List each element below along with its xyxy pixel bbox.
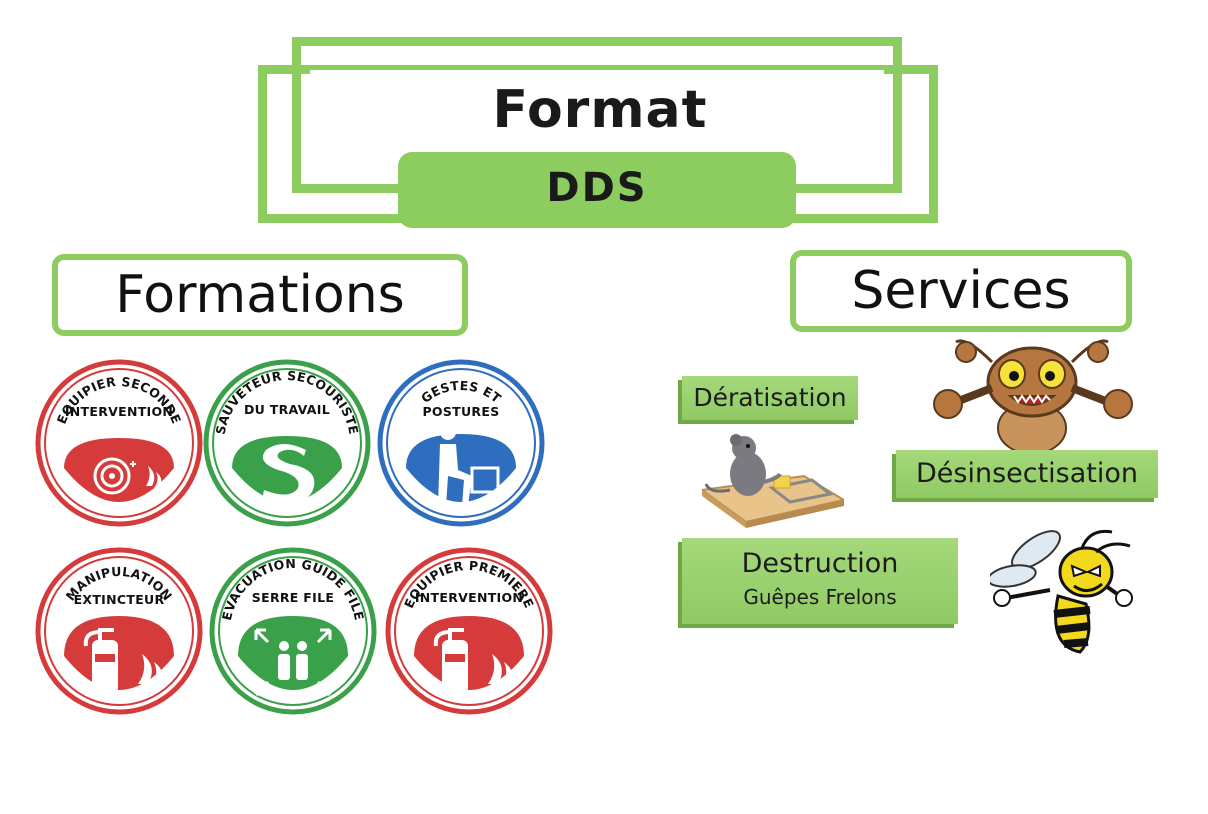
fire-extinguisher-icon xyxy=(64,616,174,694)
mouse-trap-icon xyxy=(699,428,847,532)
service-destruction: Destruction Guêpes Frelons xyxy=(682,538,958,624)
formations-title: Formations xyxy=(115,265,405,325)
badge-label: DU TRAVAIL xyxy=(244,402,330,417)
services-title: Services xyxy=(851,261,1071,321)
fire-extinguisher-icon xyxy=(414,616,524,694)
badge-sauveteur-secouriste: SAUVETEUR SECOURISTE DU TRAVAIL xyxy=(202,358,372,528)
badge-equipier-seconde-intervention: EQUIPIER SECONDE INTERVENTION xyxy=(34,358,204,528)
service-label: Destruction xyxy=(741,548,899,579)
badge-manipulation-extincteur: MANIPULATION EXTINCTEUR xyxy=(34,546,204,716)
service-deratisation: Dératisation xyxy=(682,376,858,420)
assembly-point-icon xyxy=(238,616,348,696)
logo-subtitle: DDS xyxy=(546,165,648,211)
formations-heading: Formations xyxy=(52,254,468,336)
badge-evacuation-guide-file: EVACUATION GUIDE FILE SERRE FILE xyxy=(208,546,378,716)
service-label: Dératisation xyxy=(693,383,847,412)
service-sublabel: Guêpes Frelons xyxy=(743,585,897,609)
badge-label: SERRE FILE xyxy=(252,590,334,605)
service-label: Désinsectisation xyxy=(915,458,1139,489)
logo-subtitle-pill xyxy=(398,152,796,228)
fire-hose-reel-icon xyxy=(64,438,174,502)
badge-label: EXTINCTEUR xyxy=(74,592,165,607)
badge-label: INTERVENTION xyxy=(415,590,523,605)
cockroach-mascot-icon xyxy=(926,332,1140,458)
badge-label: POSTURES xyxy=(422,404,499,419)
service-desinsectisation: Désinsectisation xyxy=(896,450,1158,498)
person-lifting-box-icon xyxy=(406,424,516,506)
services-heading: Services xyxy=(790,250,1132,332)
badge-label: INTERVENTION xyxy=(65,404,173,419)
badge-gestes-postures: GESTES ET POSTURES xyxy=(376,358,546,528)
hornet-mascot-icon xyxy=(987,526,1136,662)
logo-title: Format xyxy=(492,80,708,140)
sst-logo-icon xyxy=(232,436,342,506)
badge-equipier-premiere-intervention: EQUIPIER PREMIERE INTERVENTION xyxy=(384,546,554,716)
